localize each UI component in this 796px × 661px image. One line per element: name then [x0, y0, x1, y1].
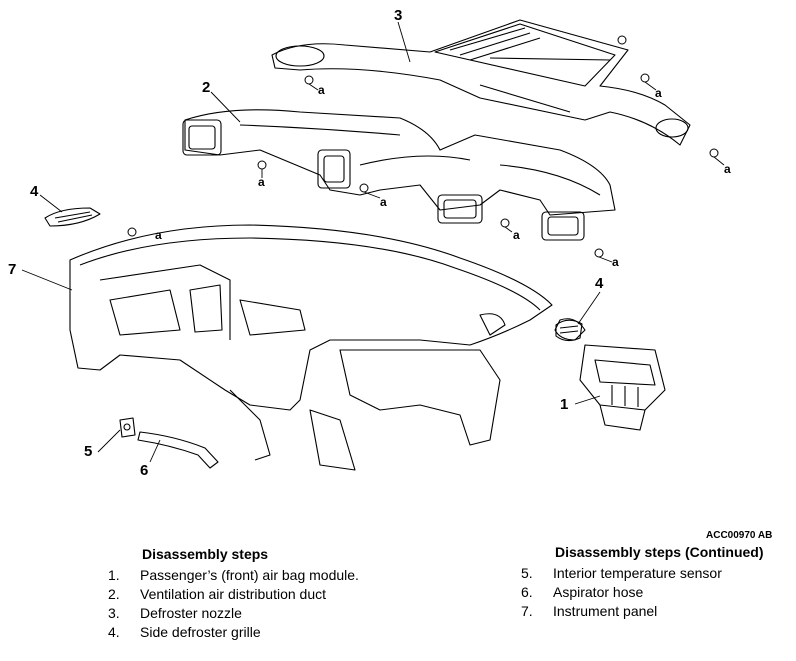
- side-defroster-grille-left: [44, 207, 101, 227]
- defroster-nozzle: [271, 19, 691, 146]
- step-text: Defroster nozzle: [140, 605, 242, 621]
- fastener-label: a: [513, 228, 520, 242]
- step-number: 4.: [108, 624, 120, 640]
- fastener-label: a: [724, 162, 731, 176]
- step-item: 4. Side defroster grille: [108, 623, 359, 642]
- callout-6: 6: [140, 462, 149, 479]
- airbag-module: [579, 344, 666, 431]
- disassembly-steps: Disassembly steps 1. Passenger’s (front) …: [108, 546, 359, 642]
- steps-title: Disassembly steps (Continued): [555, 544, 764, 560]
- disassembly-steps-continued: Disassembly steps (Continued) 5. Interior…: [521, 544, 764, 621]
- steps-title: Disassembly steps: [142, 546, 269, 562]
- step-number: 3.: [108, 605, 120, 621]
- fastener-label: a: [318, 83, 325, 97]
- step-item: 1. Passenger’s (front) air bag module.: [108, 566, 359, 585]
- callout-2: 2: [202, 79, 211, 96]
- step-number: 6.: [521, 584, 533, 600]
- fastener-label: a: [655, 86, 662, 100]
- step-text: Interior temperature sensor: [553, 565, 722, 581]
- ventilation-duct: [182, 109, 616, 241]
- step-item: 5. Interior temperature sensor: [521, 564, 764, 583]
- aspirator-hose: [137, 431, 219, 469]
- step-number: 2.: [108, 586, 120, 602]
- step-item: 2. Ventilation air distribution duct: [108, 585, 359, 604]
- step-text: Aspirator hose: [553, 584, 644, 600]
- figure-code: ACC00970 AB: [706, 530, 773, 541]
- leader-lines: [21, 21, 725, 463]
- callout-7: 7: [8, 261, 17, 278]
- callout-3: 3: [394, 7, 403, 24]
- interior-temperature-sensor: [119, 417, 136, 438]
- side-defroster-grille-right: [555, 319, 583, 342]
- step-text: Instrument panel: [553, 603, 658, 619]
- step-text: Ventilation air distribution duct: [140, 586, 326, 602]
- fastener-label: a: [258, 175, 265, 189]
- step-item: 3. Defroster nozzle: [108, 604, 359, 623]
- step-text: Passenger’s (front) air bag module.: [140, 567, 359, 583]
- fastener-label: a: [380, 195, 387, 209]
- fastener-label: a: [155, 228, 162, 242]
- callout-4-left: 4: [30, 183, 39, 200]
- step-item: 6. Aspirator hose: [521, 583, 764, 602]
- step-number: 7.: [521, 603, 533, 619]
- callout-1: 1: [560, 396, 569, 413]
- fastener-label: a: [612, 255, 619, 269]
- callout-4-right: 4: [595, 275, 604, 292]
- exploded-view-drawing: [21, 19, 725, 471]
- instrument-panel: [69, 224, 586, 471]
- step-number: 1.: [108, 567, 120, 583]
- step-text: Side defroster grille: [140, 624, 261, 640]
- step-item: 7. Instrument panel: [521, 602, 764, 621]
- fasteners: [127, 35, 719, 258]
- step-number: 5.: [521, 565, 533, 581]
- callout-5: 5: [84, 443, 93, 460]
